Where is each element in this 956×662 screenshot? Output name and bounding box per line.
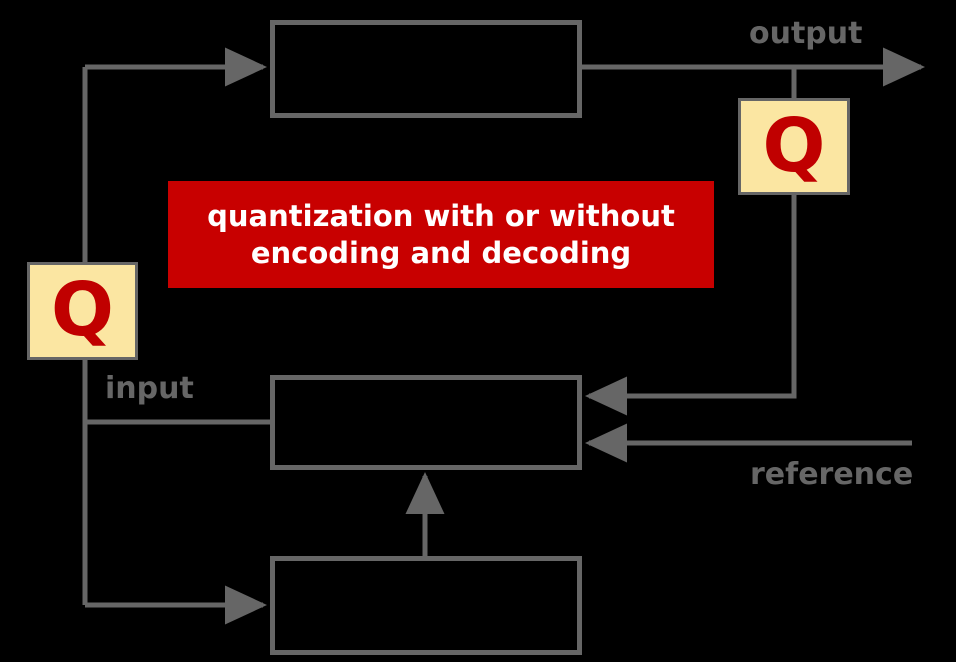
- annotation-banner-line-1: quantization with or without: [207, 199, 675, 234]
- quantizer-output[interactable]: Q: [738, 98, 850, 195]
- plant-block[interactable]: [270, 20, 582, 118]
- annotation-banner: quantization with or without encoding an…: [168, 181, 714, 288]
- signal-label-output: output: [749, 16, 863, 51]
- quantizer-input-label: Q: [51, 267, 114, 353]
- annotation-banner-line-2: encoding and decoding: [250, 235, 632, 270]
- signal-label-reference: reference: [750, 457, 914, 492]
- controller-block[interactable]: [270, 375, 582, 470]
- quantizer-output-label: Q: [762, 102, 826, 189]
- wire-feedback-to-controller: [584, 195, 797, 416]
- sensor-block[interactable]: [270, 556, 582, 655]
- signal-label-input: input: [105, 371, 194, 406]
- quantizer-input[interactable]: Q: [27, 262, 138, 360]
